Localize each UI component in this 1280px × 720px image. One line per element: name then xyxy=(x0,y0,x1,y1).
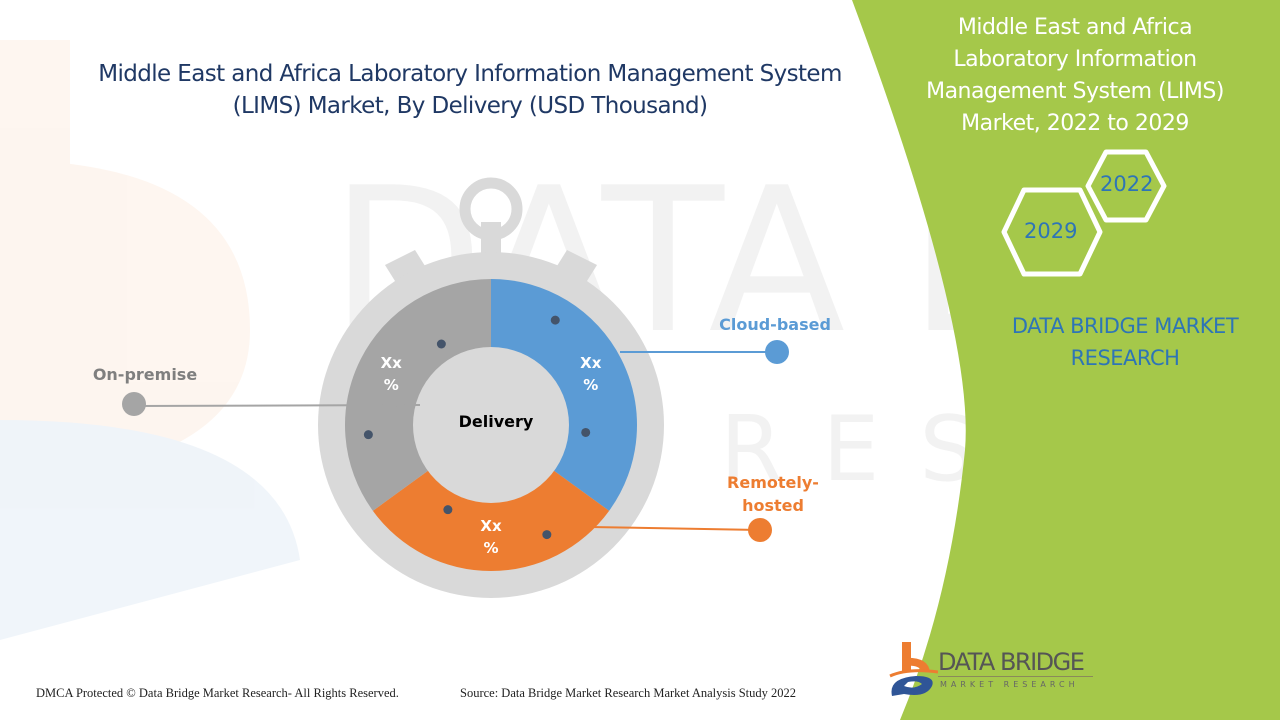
logo-icon xyxy=(889,642,938,696)
decorative-dot xyxy=(363,430,373,440)
brand-text: DATA BRIDGE MARKET RESEARCH xyxy=(975,310,1275,374)
green-panel-shape xyxy=(852,0,1280,720)
slice-on-premise xyxy=(344,279,491,511)
legend-label: hosted xyxy=(742,496,804,515)
copyright-notice: DMCA Protected © Data Bridge Market Rese… xyxy=(36,686,399,700)
logo-divider xyxy=(938,676,1093,677)
logo-main-text: DATA BRIDGE xyxy=(938,648,1085,676)
logo-sub-text: MARKET RESEARCH xyxy=(940,680,1079,689)
side-title-line: Laboratory Information xyxy=(953,47,1197,72)
callout-line xyxy=(133,404,421,407)
chart-title: Middle East and Africa Laboratory Inform… xyxy=(80,58,860,122)
donut-hole xyxy=(413,347,569,503)
value-label: Xx xyxy=(480,517,502,535)
side-title-line: Middle East and Africa xyxy=(957,15,1193,40)
brand-text-line: RESEARCH xyxy=(1070,346,1180,370)
decorative-dot xyxy=(550,315,560,325)
source-note: Source: Data Bridge Market Research Mark… xyxy=(460,686,797,700)
side-panel-title: Middle East and Africa Laboratory Inform… xyxy=(900,12,1250,140)
hexagon-2029 xyxy=(1001,187,1103,277)
legend-label: Remotely- xyxy=(727,473,819,492)
value-label: % xyxy=(384,376,399,394)
year-2029-label: 2029 xyxy=(1024,219,1078,243)
legend-label: Cloud-based xyxy=(719,315,831,334)
decorative-dot xyxy=(443,505,453,515)
side-title-line: Management System (LIMS) xyxy=(926,79,1224,104)
legend-label: On-premise xyxy=(93,365,198,384)
brand-text-line: DATA BRIDGE MARKET xyxy=(1011,314,1239,338)
callout-line xyxy=(589,526,761,531)
chart-title-line-1: Middle East and Africa Laboratory Inform… xyxy=(98,61,842,87)
legend-marker xyxy=(765,340,789,364)
decorative-dot xyxy=(542,530,552,540)
center-label: Delivery xyxy=(459,412,534,431)
legend-marker xyxy=(748,518,772,542)
stopwatch-stem xyxy=(481,222,501,262)
slice-cloud-based xyxy=(491,279,637,511)
hexagon-2022 xyxy=(1085,149,1167,223)
chart-title-line-2: (LIMS) Market, By Delivery (USD Thousand… xyxy=(232,93,708,119)
data-bridge-logo: DATA BRIDGE MARKET RESEARCH xyxy=(888,640,1108,700)
legend-marker xyxy=(122,392,146,416)
value-label: Xx xyxy=(381,354,403,372)
value-label: % xyxy=(483,539,498,557)
decorative-dot xyxy=(581,427,591,437)
side-title-line: Market, 2022 to 2029 xyxy=(961,111,1189,136)
year-2022-label: 2022 xyxy=(1100,172,1154,196)
value-label: Xx xyxy=(580,354,602,372)
value-label: % xyxy=(583,376,598,394)
decorative-dot xyxy=(436,339,446,349)
